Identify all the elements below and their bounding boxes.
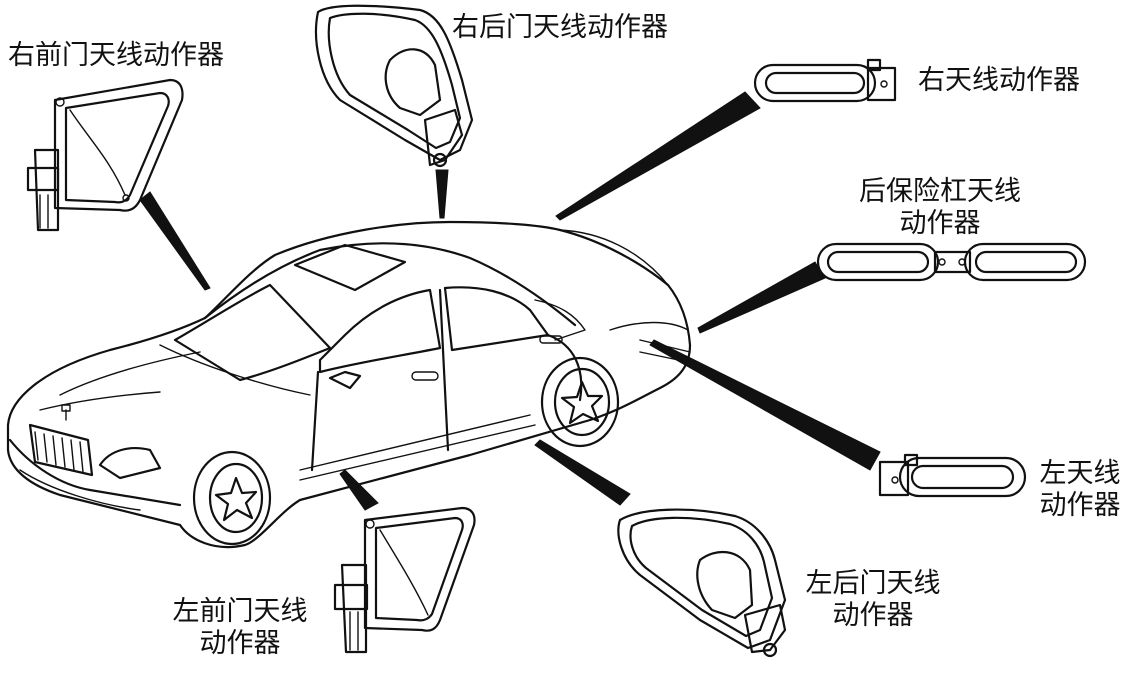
pointer-right-rear-door (435, 169, 449, 219)
pointer-left-antenna (649, 339, 881, 471)
label-left-front-door: 左前门天线 动作器 (155, 596, 325, 660)
label-left-rear-door-line1: 左后门天线 (805, 568, 941, 599)
label-left-front-door-line1: 左前门天线 (172, 596, 308, 627)
car-front-door-line (310, 288, 450, 472)
rear-bumper-antenna-actuator (816, 242, 1087, 282)
left-antenna-actuator (878, 453, 1027, 498)
car-rear-door-line (546, 333, 583, 402)
car-roof-line (203, 242, 577, 327)
label-left-rear-door-line2: 动作器 (832, 600, 914, 631)
label-left-front-door-line2: 动作器 (199, 628, 281, 659)
pointer-left-front-door (339, 469, 379, 511)
label-left-rear-door: 左后门天线 动作器 (788, 568, 958, 632)
car-headlight (98, 447, 162, 480)
right-antenna-actuator (753, 58, 897, 103)
pointer-right-front-door (139, 191, 211, 291)
label-rear-bumper-line2: 动作器 (899, 208, 981, 239)
car-body-outline (6, 220, 692, 549)
pointer-right-antenna (555, 91, 761, 221)
car-side-mirror (328, 370, 362, 390)
car-illustration (6, 220, 692, 549)
car-rear-wheel (540, 356, 620, 448)
car-front-side-window (318, 288, 442, 374)
label-rear-bumper-line1: 后保险杠天线 (859, 176, 1021, 207)
right-front-door-actuator (26, 78, 184, 232)
car-grille (28, 423, 94, 477)
label-rear-bumper: 后保险杠天线 动作器 (840, 176, 1040, 240)
car-sunroof (293, 243, 407, 292)
right-rear-door-actuator (314, 4, 474, 168)
car-front-wheel (192, 450, 272, 546)
label-right-antenna: 右天线动作器 (918, 65, 1080, 96)
label-right-rear-door: 右后门天线动作器 (452, 12, 668, 43)
left-rear-door-actuator (617, 508, 787, 658)
label-left-antenna-line2: 动作器 (1039, 490, 1121, 521)
car-rear-side-window (443, 286, 550, 352)
label-left-antenna-line1: 左天线 (1039, 458, 1121, 489)
car-windshield (173, 283, 332, 382)
left-front-door-actuator (333, 506, 476, 654)
pointer-left-rear-door (534, 439, 631, 506)
label-right-front-door: 右前门天线动作器 (8, 40, 224, 71)
pointer-lines (139, 91, 881, 511)
label-left-antenna: 左天线 动作器 (1030, 458, 1130, 522)
pointer-rear-bumper (697, 261, 826, 334)
